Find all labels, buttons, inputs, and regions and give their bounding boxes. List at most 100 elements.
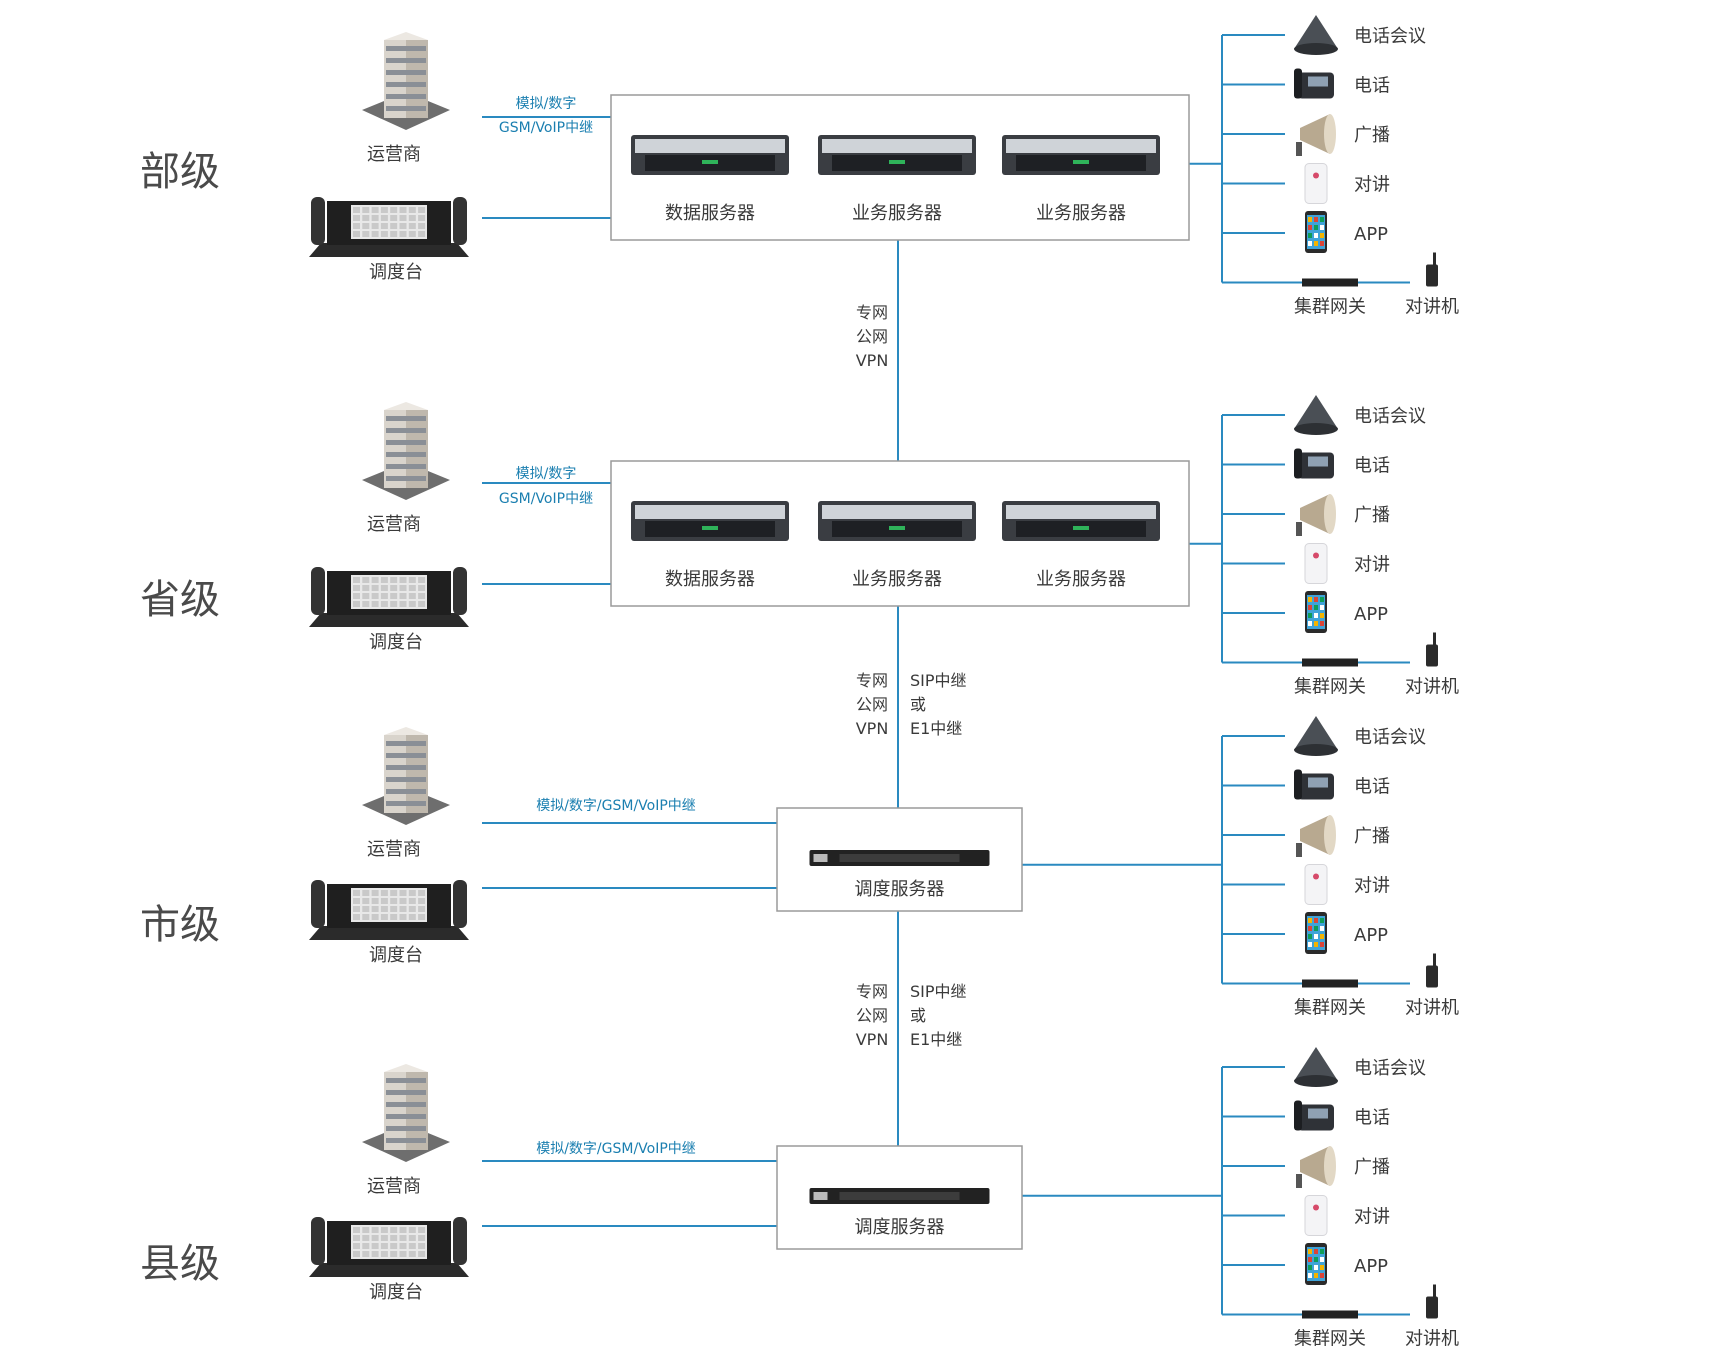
- link-trunk-label: 或: [910, 695, 926, 714]
- endpoint-label: APP: [1354, 224, 1388, 245]
- network-type-label: VPN: [856, 719, 889, 738]
- level-title: 县级: [140, 1241, 220, 1287]
- endpoint-label: 电话会议: [1354, 406, 1426, 427]
- gateway-label: 集群网关: [1294, 677, 1366, 698]
- dispatch-server-icon: [809, 1188, 990, 1204]
- network-type-label: 专网: [856, 671, 888, 690]
- endpoint-label: 电话: [1354, 76, 1390, 97]
- walkie-talkie-icon: [1426, 632, 1438, 667]
- level-title: 市级: [140, 902, 220, 948]
- conference-phone-icon: [1294, 15, 1338, 55]
- console-label: 调度台: [369, 632, 423, 653]
- link-trunk-label: E1中继: [910, 719, 962, 738]
- app-phone-icon: [1305, 1243, 1327, 1285]
- link-trunk-label: SIP中继: [910, 982, 967, 1001]
- conference-phone-icon: [1294, 716, 1338, 756]
- app-phone-icon: [1305, 591, 1327, 633]
- endpoint-label: 广播: [1354, 826, 1390, 847]
- server-label: 调度服务器: [855, 1217, 945, 1238]
- rack-server-icon: [818, 501, 976, 541]
- intercom-terminal-icon: [1304, 1195, 1328, 1236]
- desk-phone-icon: [1294, 769, 1334, 800]
- network-type-label: 公网: [856, 695, 888, 714]
- network-type-label: VPN: [856, 1030, 889, 1049]
- level-title: 省级: [140, 577, 220, 623]
- operator-building-icon: [362, 727, 450, 825]
- operator-label: 运营商: [367, 514, 421, 535]
- server-label: 业务服务器: [1036, 569, 1126, 590]
- operator-label: 运营商: [367, 839, 421, 860]
- dispatch-console-icon: [309, 197, 469, 257]
- operator-building-icon: [362, 32, 450, 130]
- radio-label: 对讲机: [1405, 677, 1459, 698]
- trunk-type-label: GSM/VoIP中继: [499, 120, 593, 136]
- connection-lines: [482, 34, 1410, 1316]
- desk-phone-icon: [1294, 1100, 1334, 1131]
- network-type-label: VPN: [856, 351, 889, 370]
- desk-phone-icon: [1294, 448, 1334, 479]
- endpoint-label: 电话会议: [1354, 1058, 1426, 1079]
- endpoint-label: APP: [1354, 1256, 1388, 1277]
- network-type-label: 专网: [856, 982, 888, 1001]
- endpoint-label: 广播: [1354, 1157, 1390, 1178]
- endpoint-label: 电话: [1354, 777, 1390, 798]
- gateway-label: 集群网关: [1294, 297, 1366, 318]
- trunk-type-label: 模拟/数字/GSM/VoIP中继: [536, 798, 696, 814]
- endpoint-label: 电话: [1354, 1108, 1390, 1129]
- endpoint-label: 电话会议: [1354, 727, 1426, 748]
- labels: 部级运营商调度台模拟/数字GSM/VoIP中继数据服务器业务服务器业务服务器电话…: [140, 26, 1459, 1347]
- trunk-type-label: 模拟/数字/GSM/VoIP中继: [536, 1141, 696, 1157]
- loudspeaker-icon: [1296, 114, 1336, 156]
- loudspeaker-icon: [1296, 815, 1336, 857]
- server-label: 数据服务器: [665, 203, 755, 224]
- app-phone-icon: [1305, 912, 1327, 954]
- loudspeaker-icon: [1296, 1146, 1336, 1188]
- operator-building-icon: [362, 402, 450, 500]
- trunking-gateway-icon: [1302, 658, 1358, 667]
- endpoint-label: 电话: [1354, 456, 1390, 477]
- endpoint-label: 对讲: [1354, 175, 1390, 196]
- intercom-terminal-icon: [1304, 543, 1328, 584]
- dispatch-console-icon: [309, 1217, 469, 1277]
- walkie-talkie-icon: [1426, 953, 1438, 988]
- loudspeaker-icon: [1296, 494, 1336, 536]
- network-type-label: 公网: [856, 1006, 888, 1025]
- trunk-type-label: 模拟/数字: [516, 466, 577, 482]
- link-trunk-label: 或: [910, 1006, 926, 1025]
- gateway-label: 集群网关: [1294, 998, 1366, 1019]
- trunking-gateway-icon: [1302, 278, 1358, 287]
- server-label: 业务服务器: [852, 203, 942, 224]
- network-type-label: 公网: [856, 327, 888, 346]
- trunking-gateway-icon: [1302, 979, 1358, 988]
- endpoint-label: 广播: [1354, 505, 1390, 526]
- endpoint-label: 对讲: [1354, 555, 1390, 576]
- console-label: 调度台: [369, 945, 423, 966]
- operator-building-icon: [362, 1064, 450, 1162]
- link-trunk-label: SIP中继: [910, 671, 967, 690]
- level-title: 部级: [140, 149, 220, 195]
- rack-server-icon: [631, 135, 789, 175]
- dispatch-console-icon: [309, 880, 469, 940]
- rack-server-icon: [631, 501, 789, 541]
- dispatch-server-icon: [809, 850, 990, 866]
- intercom-terminal-icon: [1304, 163, 1328, 204]
- dispatch-console-icon: [309, 567, 469, 627]
- endpoint-label: 对讲: [1354, 876, 1390, 897]
- endpoint-label: 对讲: [1354, 1207, 1390, 1228]
- rack-server-icon: [1002, 501, 1160, 541]
- endpoint-label: APP: [1354, 925, 1388, 946]
- operator-label: 运营商: [367, 144, 421, 165]
- endpoint-label: 广播: [1354, 125, 1390, 146]
- trunk-type-label: 模拟/数字: [516, 96, 577, 112]
- nodes: [309, 15, 1438, 1319]
- app-phone-icon: [1305, 211, 1327, 253]
- operator-label: 运营商: [367, 1176, 421, 1197]
- trunking-gateway-icon: [1302, 1310, 1358, 1319]
- server-label: 业务服务器: [1036, 203, 1126, 224]
- desk-phone-icon: [1294, 68, 1334, 99]
- gateway-label: 集群网关: [1294, 1329, 1366, 1347]
- radio-label: 对讲机: [1405, 998, 1459, 1019]
- endpoint-label: 电话会议: [1354, 26, 1426, 47]
- radio-label: 对讲机: [1405, 1329, 1459, 1347]
